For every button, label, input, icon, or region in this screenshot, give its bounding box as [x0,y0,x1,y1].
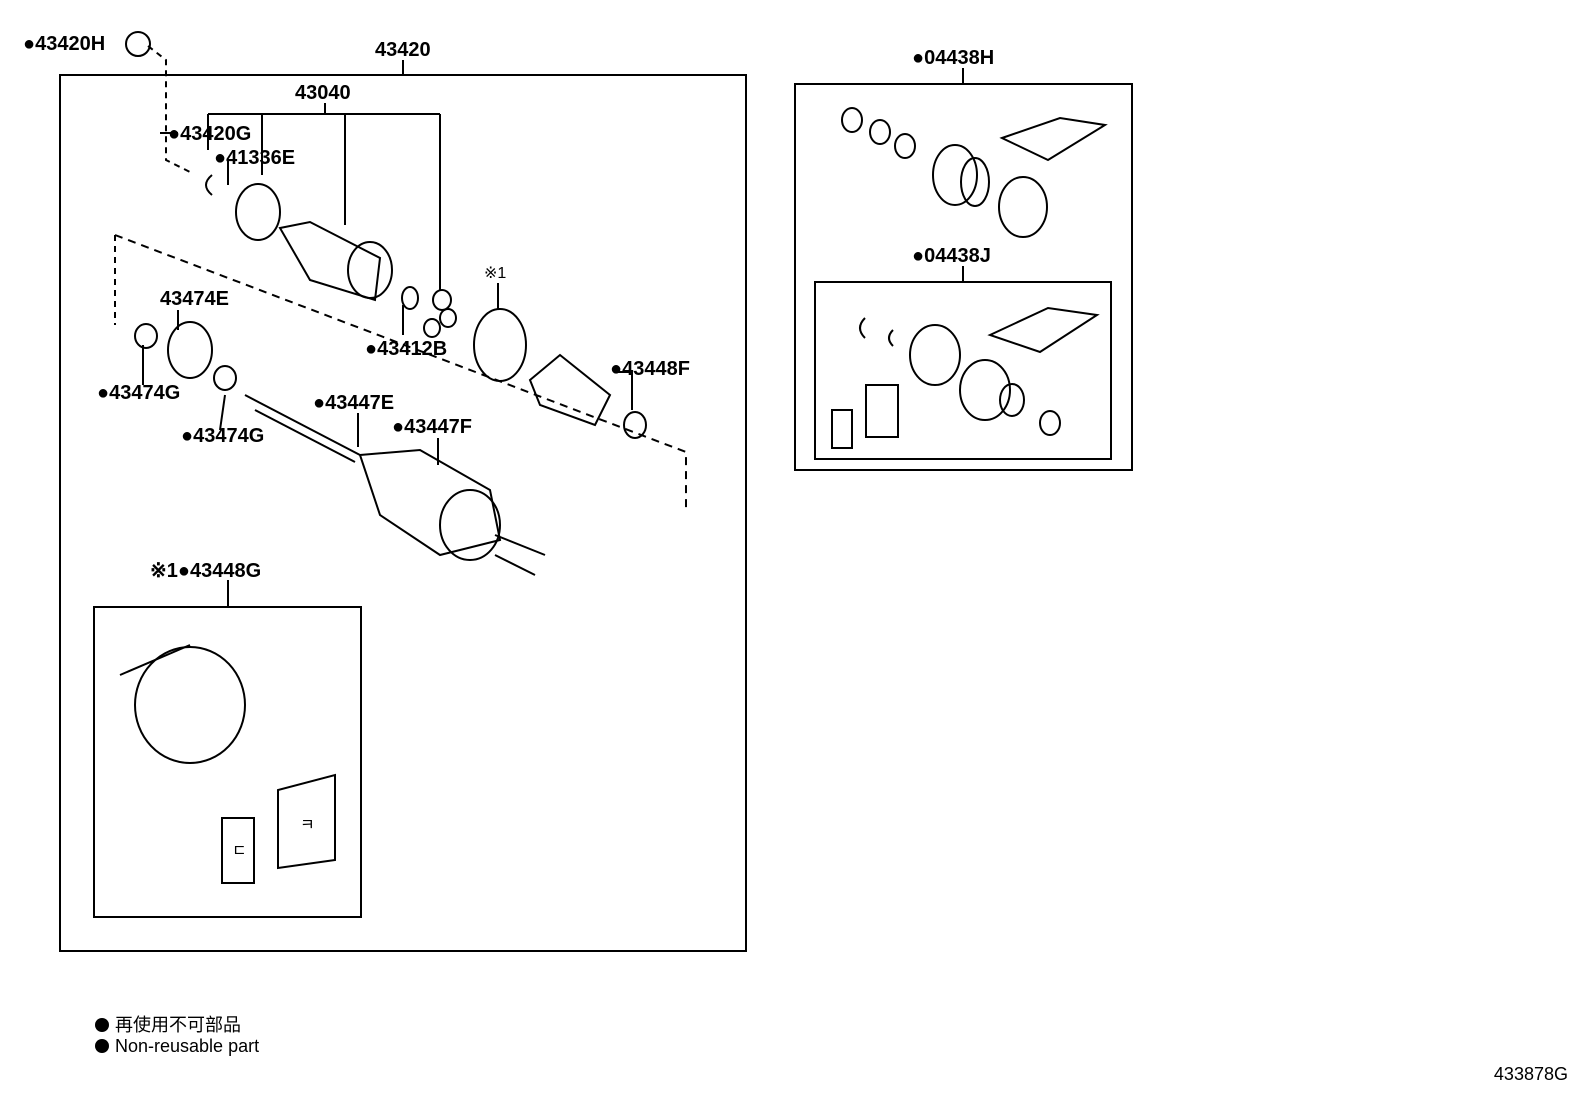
label-04438J: ●04438J [912,245,991,267]
diagram-code: 433878G [1493,1064,1568,1084]
legend-english-text: Non-reusable part [115,1036,260,1056]
legend-japanese-text: 再使用不可部品 [115,1015,241,1035]
label-43447F: ●43447F [392,416,472,438]
label-43447E: ●43447E [313,392,394,414]
legend-japanese: 再使用不可部品 [95,1011,241,1037]
bullet-icon [95,1018,109,1032]
label-43420G: ●43420G [168,123,251,145]
kit-sheet-1-text: ㄷ [232,843,247,860]
label-04438H: ●04438H [912,47,994,69]
label-note-1: ※1 [484,265,506,282]
label-41336E: ●41336E [214,147,295,169]
label-43420: 43420 [375,39,431,61]
kit-43448G-box [93,606,362,918]
label-43474G-b: ●43474G [181,425,264,447]
kit-04438J-box [814,281,1112,460]
legend-english: Non-reusable part [95,1036,259,1057]
assembly-43420-box [59,74,747,952]
label-43040: 43040 [295,82,351,104]
bullet-icon [95,1039,109,1053]
label-43412B: ●43412B [365,338,447,360]
label-43448F: ●43448F [610,358,690,380]
label-43474E: 43474E [160,288,229,310]
label-43420H: ●43420H [23,33,105,55]
label-43448G: ※1●43448G [150,560,261,582]
label-43474G-a: ●43474G [97,382,180,404]
kit-sheet-2-text: ㅋ [300,817,315,834]
